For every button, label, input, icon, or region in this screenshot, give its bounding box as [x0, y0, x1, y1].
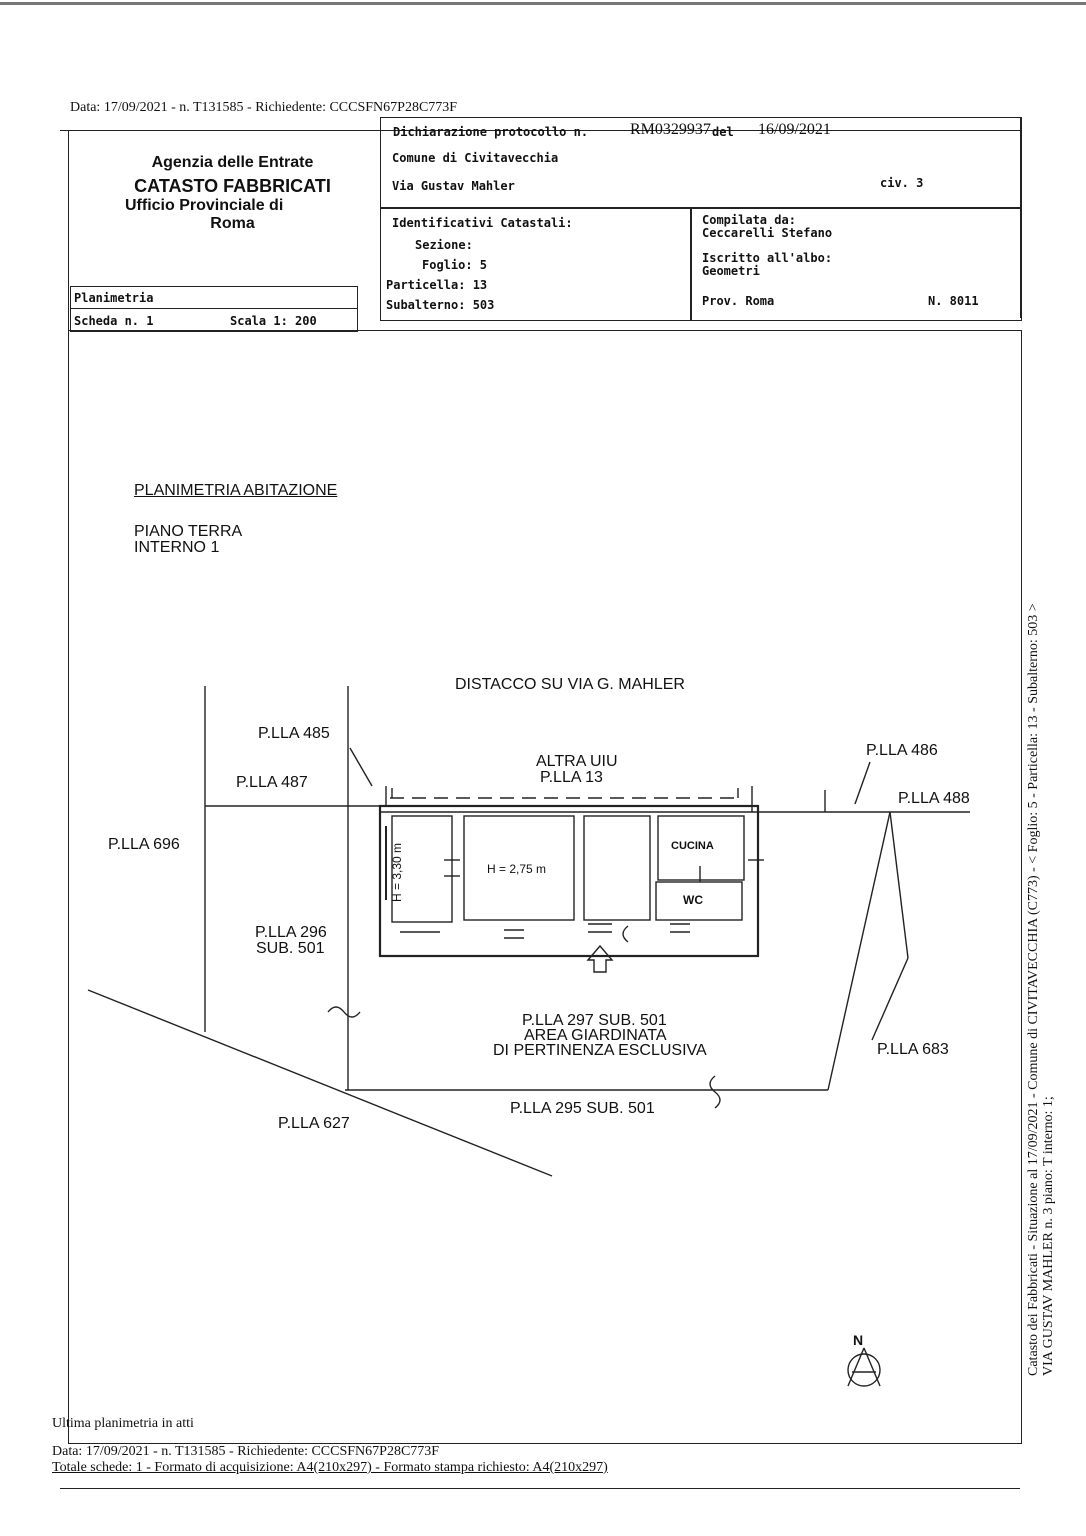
planimetria-title: Planimetria	[74, 291, 154, 305]
request-header: Data: 17/09/2021 - n. T131585 - Richiede…	[70, 100, 458, 115]
compilata-label: Compilata da:	[702, 213, 796, 227]
civ-label: civ. 3	[880, 176, 924, 190]
comune-label: Comune di Civitavecchia	[392, 151, 559, 165]
plla-295-label: P.LLA 295 SUB. 501	[510, 1100, 655, 1117]
plla-683-label: P.LLA 683	[877, 1041, 949, 1058]
frame-right-line	[1020, 118, 1021, 318]
piano-label: PIANO TERRA	[134, 523, 243, 540]
distacco-label: DISTACCO SU VIA G. MAHLER	[455, 676, 685, 693]
protocol-date: 16/09/2021	[758, 121, 831, 138]
footer-ultima: Ultima planimetria in atti	[52, 1416, 194, 1431]
plan-heading: PLANIMETRIA ABITAZIONE	[134, 482, 338, 499]
identificativi-title: Identificativi Catastali:	[392, 216, 573, 230]
plla-696-label: P.LLA 696	[108, 836, 180, 853]
frame-top-line	[60, 130, 1020, 131]
scheda-label: Scheda n. 1	[74, 314, 154, 328]
prov-label: Prov. Roma	[702, 294, 775, 308]
numero-label: N. 8011	[928, 294, 979, 308]
footer-schede: Totale schede: 1 - Formato di acquisizio…	[52, 1460, 608, 1475]
albo-label: Iscritto all'albo:	[702, 251, 833, 265]
altra-plla-label: P.LLA 13	[540, 769, 603, 786]
protocol-del: del	[712, 125, 734, 139]
foglio-label: Foglio: 5	[422, 258, 488, 272]
albo-value: Geometri	[702, 264, 760, 278]
scan-top-edge	[0, 2, 1086, 5]
area-giardinata-label: AREA GIARDINATA	[524, 1027, 667, 1044]
particella-label: Particella: 13	[386, 278, 488, 292]
interno-label: INTERNO 1	[134, 539, 220, 556]
sezione-label: Sezione:	[415, 238, 473, 252]
cucina-label: CUCINA	[671, 840, 714, 852]
protocol-number: RM0329937	[630, 121, 711, 138]
agency-block: Agenzia delle Entrate CATASTO FABBRICATI…	[110, 154, 355, 233]
subalterno-label: Subalterno: 503	[386, 298, 495, 312]
roma-label: Roma	[210, 215, 255, 232]
side-note-catasto: Catasto dei Fabbricati - Situazione al 1…	[1026, 603, 1041, 1376]
identificativi-box	[380, 207, 692, 321]
wc-label: WC	[683, 893, 703, 907]
declaration-box	[380, 117, 1022, 209]
altra-uiu-label: ALTRA UIU	[536, 753, 618, 770]
plla-488-label: P.LLA 488	[898, 790, 970, 807]
footer-data: Data: 17/09/2021 - n. T131585 - Richiede…	[52, 1444, 440, 1459]
plla-487-label: P.LLA 487	[236, 774, 308, 791]
planimetria-divider	[70, 308, 357, 309]
frame-left-line	[68, 130, 69, 330]
compilata-name: Ceccarelli Stefano	[702, 226, 833, 240]
via-label: Via Gustav Mahler	[392, 179, 515, 193]
sub-501-label: SUB. 501	[256, 940, 325, 957]
drawing-frame	[68, 330, 1022, 1444]
scala-label: Scala 1: 200	[230, 314, 317, 328]
plla-627-label: P.LLA 627	[278, 1115, 350, 1132]
catasto-title: CATASTO FABBRICATI	[134, 176, 331, 196]
side-note-address: VIA GUSTAV MAHLER n. 3 piano: T interno:…	[1041, 1096, 1056, 1376]
bottom-frame-line	[60, 1488, 1020, 1489]
planimetria-box	[70, 286, 358, 332]
plla-296-label: P.LLA 296	[255, 924, 327, 941]
plla-485-label: P.LLA 485	[258, 725, 330, 742]
plla-297-label: P.LLA 297 SUB. 501	[522, 1012, 667, 1029]
ufficio-label: Ufficio Provinciale di	[125, 197, 284, 214]
north-label: N	[853, 1332, 864, 1348]
compilata-box	[690, 207, 1022, 321]
h2-label: H = 2,75 m	[487, 862, 547, 876]
protocol-label: Dichiarazione protocollo n.	[393, 125, 589, 139]
agency-name: Agenzia delle Entrate	[151, 154, 314, 171]
plla-486-label: P.LLA 486	[866, 742, 938, 759]
pertinenza-label: DI PERTINENZA ESCLUSIVA	[493, 1042, 707, 1059]
